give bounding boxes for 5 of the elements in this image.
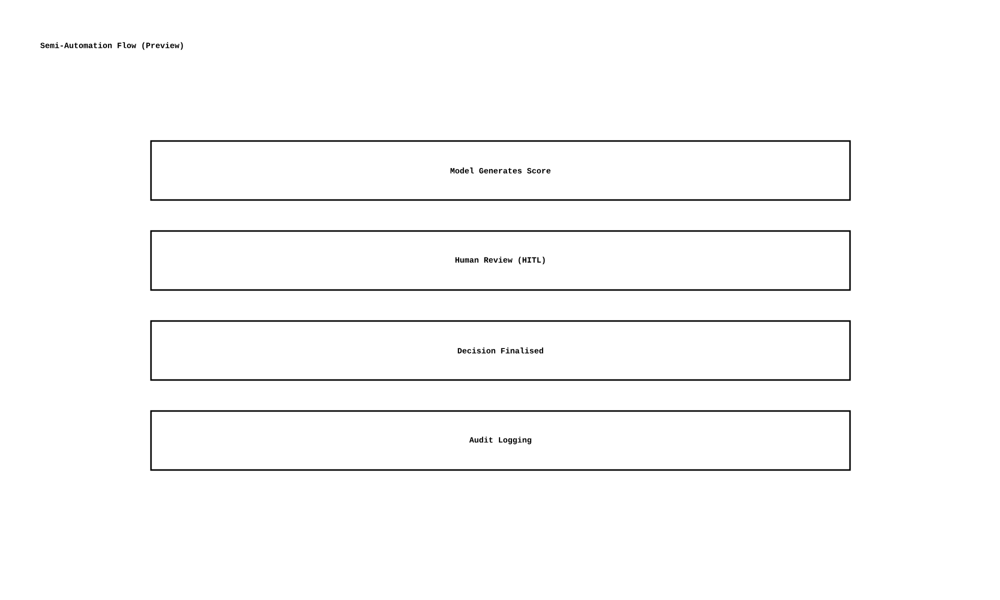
process-box: Audit Logging <box>150 410 851 471</box>
process-box: Model Generates Score <box>150 140 851 201</box>
process-box: Human Review (HITL) <box>150 230 851 291</box>
title: Semi-Automation Flow (Preview) <box>40 42 183 50</box>
process-box: Decision Finalised <box>150 320 851 381</box>
